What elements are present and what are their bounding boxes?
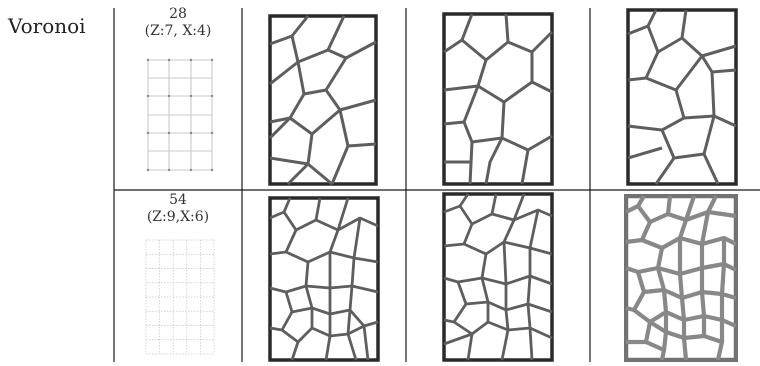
row2-count-number: 54 bbox=[169, 192, 187, 208]
voronoi-pattern-r1c2 bbox=[442, 12, 554, 186]
voronoi-pattern-r1c1 bbox=[268, 14, 378, 186]
voronoi-pattern-r1c3 bbox=[626, 8, 738, 186]
row1-count-number: 28 bbox=[169, 6, 187, 22]
row2-dot-grid bbox=[145, 239, 215, 355]
voronoi-pattern-r2c3 bbox=[624, 194, 738, 362]
voronoi-pattern-r2c2 bbox=[442, 192, 554, 362]
row1-dot-grid bbox=[146, 58, 214, 172]
voronoi-pattern-r2c1 bbox=[268, 196, 380, 362]
row-label: Voronoi bbox=[8, 14, 86, 38]
row1-count: 28 (Z:7, X:4) bbox=[113, 6, 243, 40]
row1-count-spec: (Z:7, X:4) bbox=[144, 23, 212, 39]
row2-count: 54 (Z:9,X:6) bbox=[113, 192, 243, 226]
row2-count-spec: (Z:9,X:6) bbox=[146, 209, 210, 225]
